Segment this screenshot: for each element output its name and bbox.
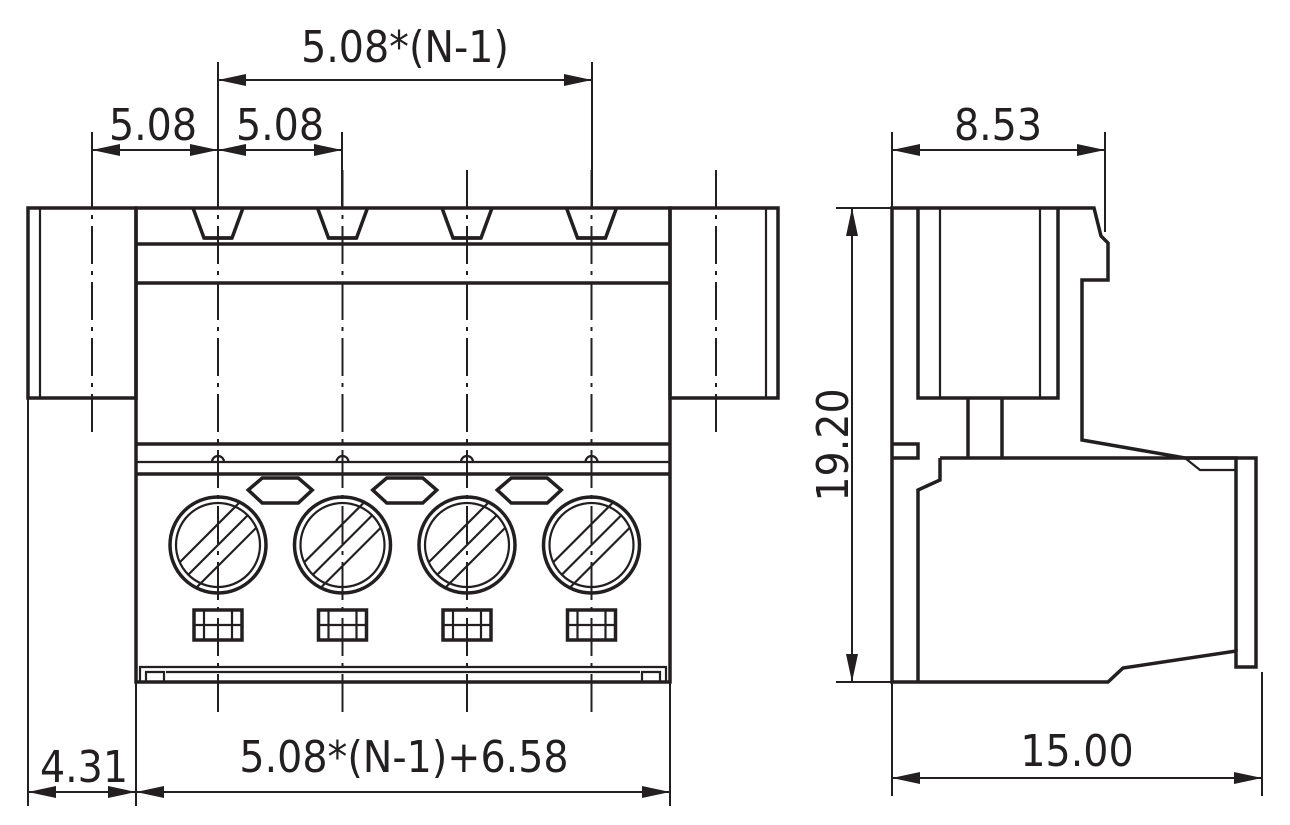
dim-pitch-right [218,144,342,156]
dimensions [27,62,1263,806]
center-lines [91,170,717,718]
label-flange: 4.31 [40,742,128,793]
right-flange [668,206,780,400]
dim-flange [28,786,136,798]
label-pitch-right: 5.08 [236,100,324,151]
dim-side-width [892,772,1262,784]
pin-position [417,207,564,642]
dim-overall-width [136,786,670,798]
dim-pitch-total [218,74,592,86]
side-view [890,206,1258,684]
side-body-outline [890,206,1258,684]
left-flange [26,206,138,400]
dim-height [846,208,858,682]
pin-position [292,207,440,642]
front-view [26,206,780,684]
label-pitch-total: 5.08*(N-1) [301,22,509,73]
dimension-labels: 5.08*(N-1) 5.08 5.08 8.53 19.20 4.31 5.0… [40,22,1134,793]
label-overall-width: 5.08*(N-1)+6.58 [239,732,568,783]
label-side-width: 15.00 [1020,726,1133,777]
dim-side-depth [892,144,1105,156]
label-side-depth: 8.53 [954,100,1042,151]
label-height: 19.20 [808,388,859,501]
label-pitch-left: 5.08 [109,100,197,151]
pin-position [168,207,315,642]
dim-pitch-left [92,144,218,156]
